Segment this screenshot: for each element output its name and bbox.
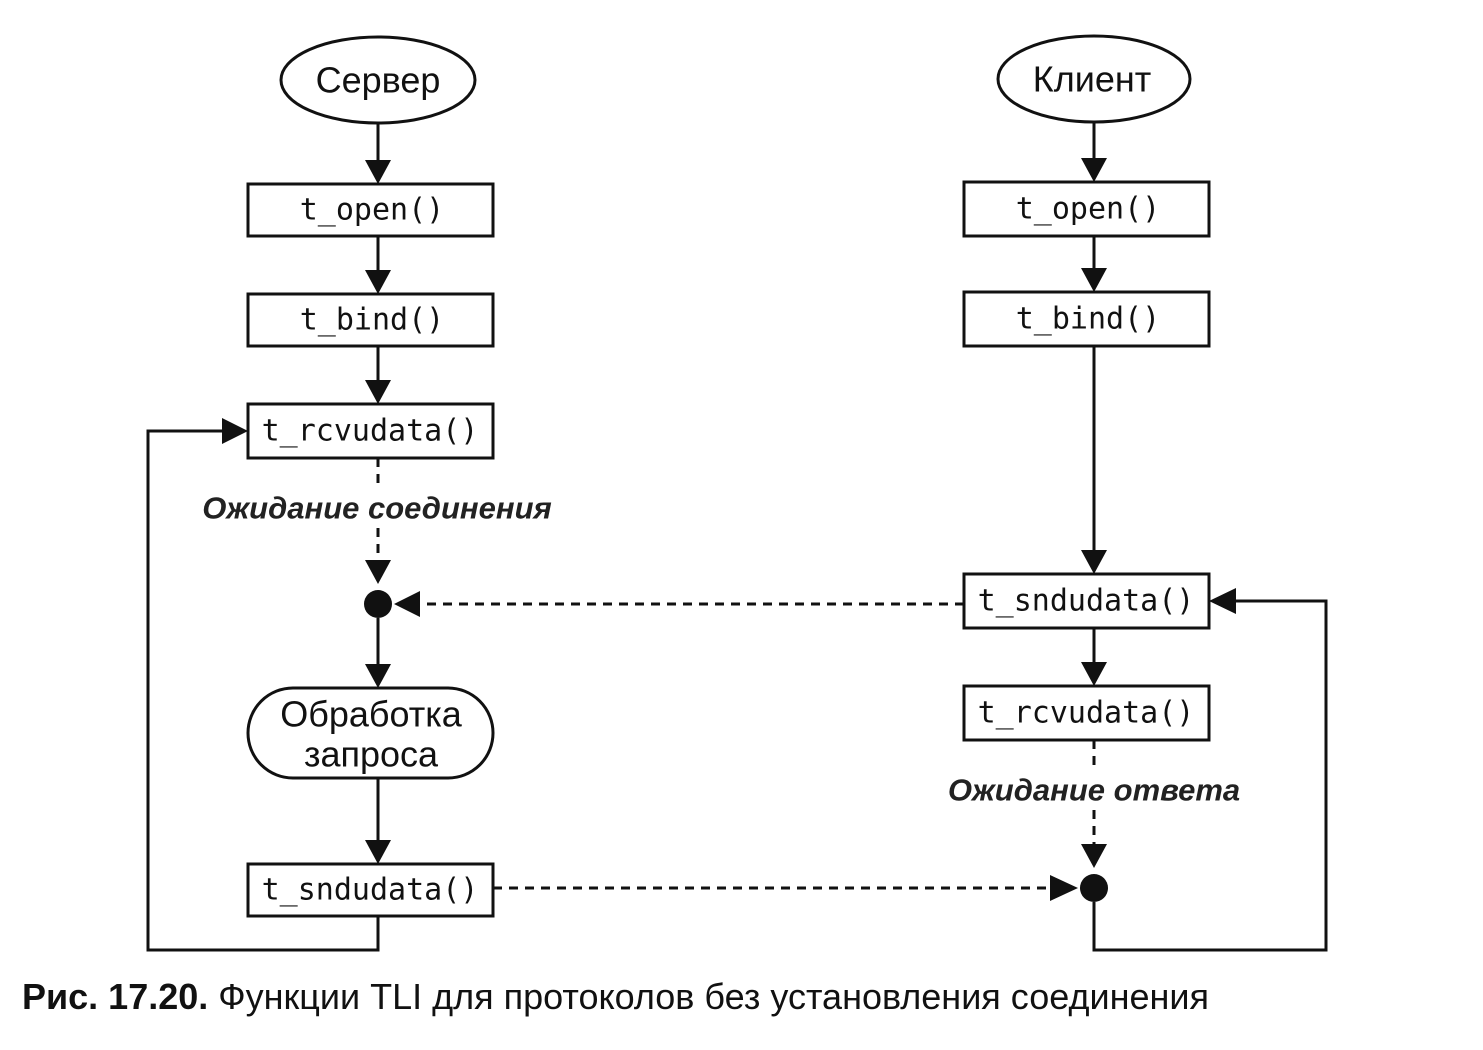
client-wait-label: Ожидание ответа [948, 773, 1240, 808]
server-wait-label: Ожидание соединения [202, 491, 552, 526]
client-arrowhead-snd [1081, 550, 1107, 574]
server-arrowhead-open [365, 160, 391, 184]
server-arrowhead-process [365, 664, 391, 688]
client-arrowhead-rcv [1081, 662, 1107, 686]
server-process-line1: Обработка [280, 694, 463, 735]
client-t-sndudata-label: t_sndudata() [978, 584, 1195, 619]
server-loop-line [146, 429, 380, 952]
server-t-bind-box [246, 292, 495, 348]
client-t-open-label: t_open() [1016, 192, 1161, 227]
client-t-bind-label: t_bind() [1016, 302, 1161, 337]
server-t-open-label: t_open() [300, 193, 445, 228]
client-t-rcvudata-box [962, 684, 1211, 742]
server-process-line2: запроса [304, 734, 439, 775]
client-loop-arrowhead [1209, 588, 1236, 614]
client-arrowhead-wait-dot [1081, 844, 1107, 868]
server-t-bind-label: t_bind() [300, 303, 445, 338]
server-arrowhead-rcv [365, 380, 391, 404]
client-to-server-arrowhead [394, 591, 420, 617]
client-t-open-box [962, 180, 1211, 238]
client-start-label: Клиент [1033, 59, 1151, 100]
server-to-client-arrowhead [1050, 875, 1078, 901]
server-receive-dot [364, 590, 392, 618]
client-t-bind-box [962, 290, 1211, 348]
server-arrowhead-snd [365, 840, 391, 864]
server-t-sndudata-label: t_sndudata() [262, 873, 479, 908]
server-start-label: Сервер [316, 60, 441, 101]
client-arrowhead-open [1081, 158, 1107, 182]
figure-caption-text: Функции TLI для протоколов без установле… [208, 976, 1209, 1017]
client-receive-dot [1080, 874, 1108, 902]
server-t-sndudata-box [246, 862, 495, 918]
figure-caption-label: Рис. 17.20. [22, 976, 209, 1017]
client-arrowhead-bind [1081, 268, 1107, 292]
server-process-request-node [246, 686, 495, 780]
server-t-open-box [246, 182, 495, 238]
server-arrowhead-wait-dot [365, 560, 391, 584]
server-arrowhead-bind [365, 270, 391, 294]
figure-caption: Рис. 17.20. Функции TLI для протоколов б… [22, 976, 1462, 1018]
server-t-rcvudata-label: t_rcvudata() [262, 414, 479, 449]
server-t-rcvudata-box [246, 402, 495, 460]
client-loop-line [1092, 599, 1328, 952]
client-t-sndudata-box [962, 572, 1211, 630]
server-loop-arrowhead [222, 418, 248, 444]
client-t-rcvudata-label: t_rcvudata() [978, 696, 1195, 731]
